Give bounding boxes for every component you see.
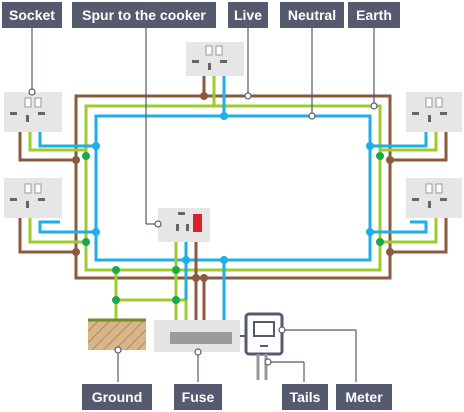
socket-right-top [406,92,462,132]
socket-top [186,42,244,76]
cooker-spur-switch [158,208,210,242]
label-ground: Ground [82,384,152,410]
junction-dots-earth [82,152,384,304]
socket-right-bottom [406,178,462,218]
label-socket: Socket [2,2,62,28]
fuse-box [154,320,240,352]
label-tails: Tails [282,384,328,410]
leader-lines [31,28,375,382]
label-earth: Earth [348,2,400,28]
label-fuse: Fuse [174,384,222,410]
socket-left-bottom [4,178,62,218]
leader-endpoints [28,88,378,366]
label-spur-to-the-cooker: Spur to the cooker [72,2,216,28]
ground-block [88,318,146,350]
junction-dots-live [72,92,394,282]
junction-dots-neutral [92,112,374,264]
label-neutral: Neutral [280,2,344,28]
live-ring-wire [18,76,448,320]
neutral-ring-wire [38,76,428,320]
socket-left-top [4,92,62,132]
tails-wires [256,354,268,380]
meter [240,312,284,356]
label-meter: Meter [336,384,392,410]
label-live: Live [228,2,268,28]
